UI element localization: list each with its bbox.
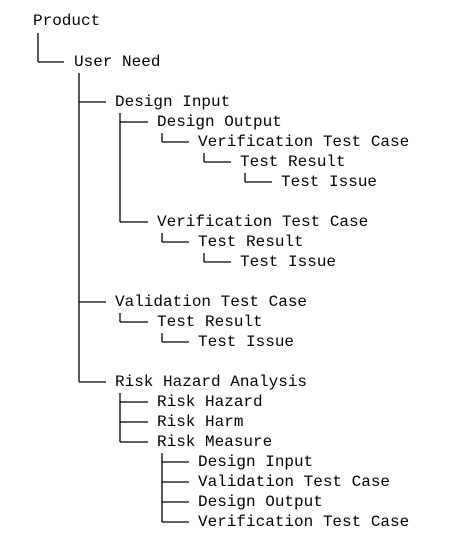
node-risk-hazard: Risk Hazard — [157, 393, 263, 411]
node-di-vtc-test-issue: Test Issue — [240, 253, 337, 271]
node-di-vtc-test-result: Test Result — [198, 233, 304, 251]
node-design-input: Design Input — [115, 93, 231, 111]
node-rm-verification-test-case: Verification Test Case — [198, 513, 410, 531]
node-di-verification-test-case: Verification Test Case — [157, 213, 369, 231]
node-rm-design-input: Design Input — [198, 453, 314, 471]
node-risk-measure: Risk Measure — [157, 433, 273, 451]
node-risk-harm: Risk Harm — [157, 413, 244, 431]
node-user-need: User Need — [74, 53, 161, 71]
node-do-vtc-test-result: Test Result — [240, 153, 346, 171]
node-rm-design-output: Design Output — [198, 493, 323, 511]
node-do-verification-test-case: Verification Test Case — [198, 133, 410, 151]
node-design-output: Design Output — [157, 113, 282, 131]
node-risk-hazard-analysis: Risk Hazard Analysis — [115, 373, 308, 391]
node-val-test-result: Test Result — [157, 313, 263, 331]
node-rm-validation-test-case: Validation Test Case — [198, 473, 391, 491]
node-do-vtc-test-issue: Test Issue — [281, 173, 378, 191]
node-validation-test-case: Validation Test Case — [115, 293, 308, 311]
node-product: Product — [33, 12, 101, 30]
node-val-test-issue: Test Issue — [198, 333, 295, 351]
